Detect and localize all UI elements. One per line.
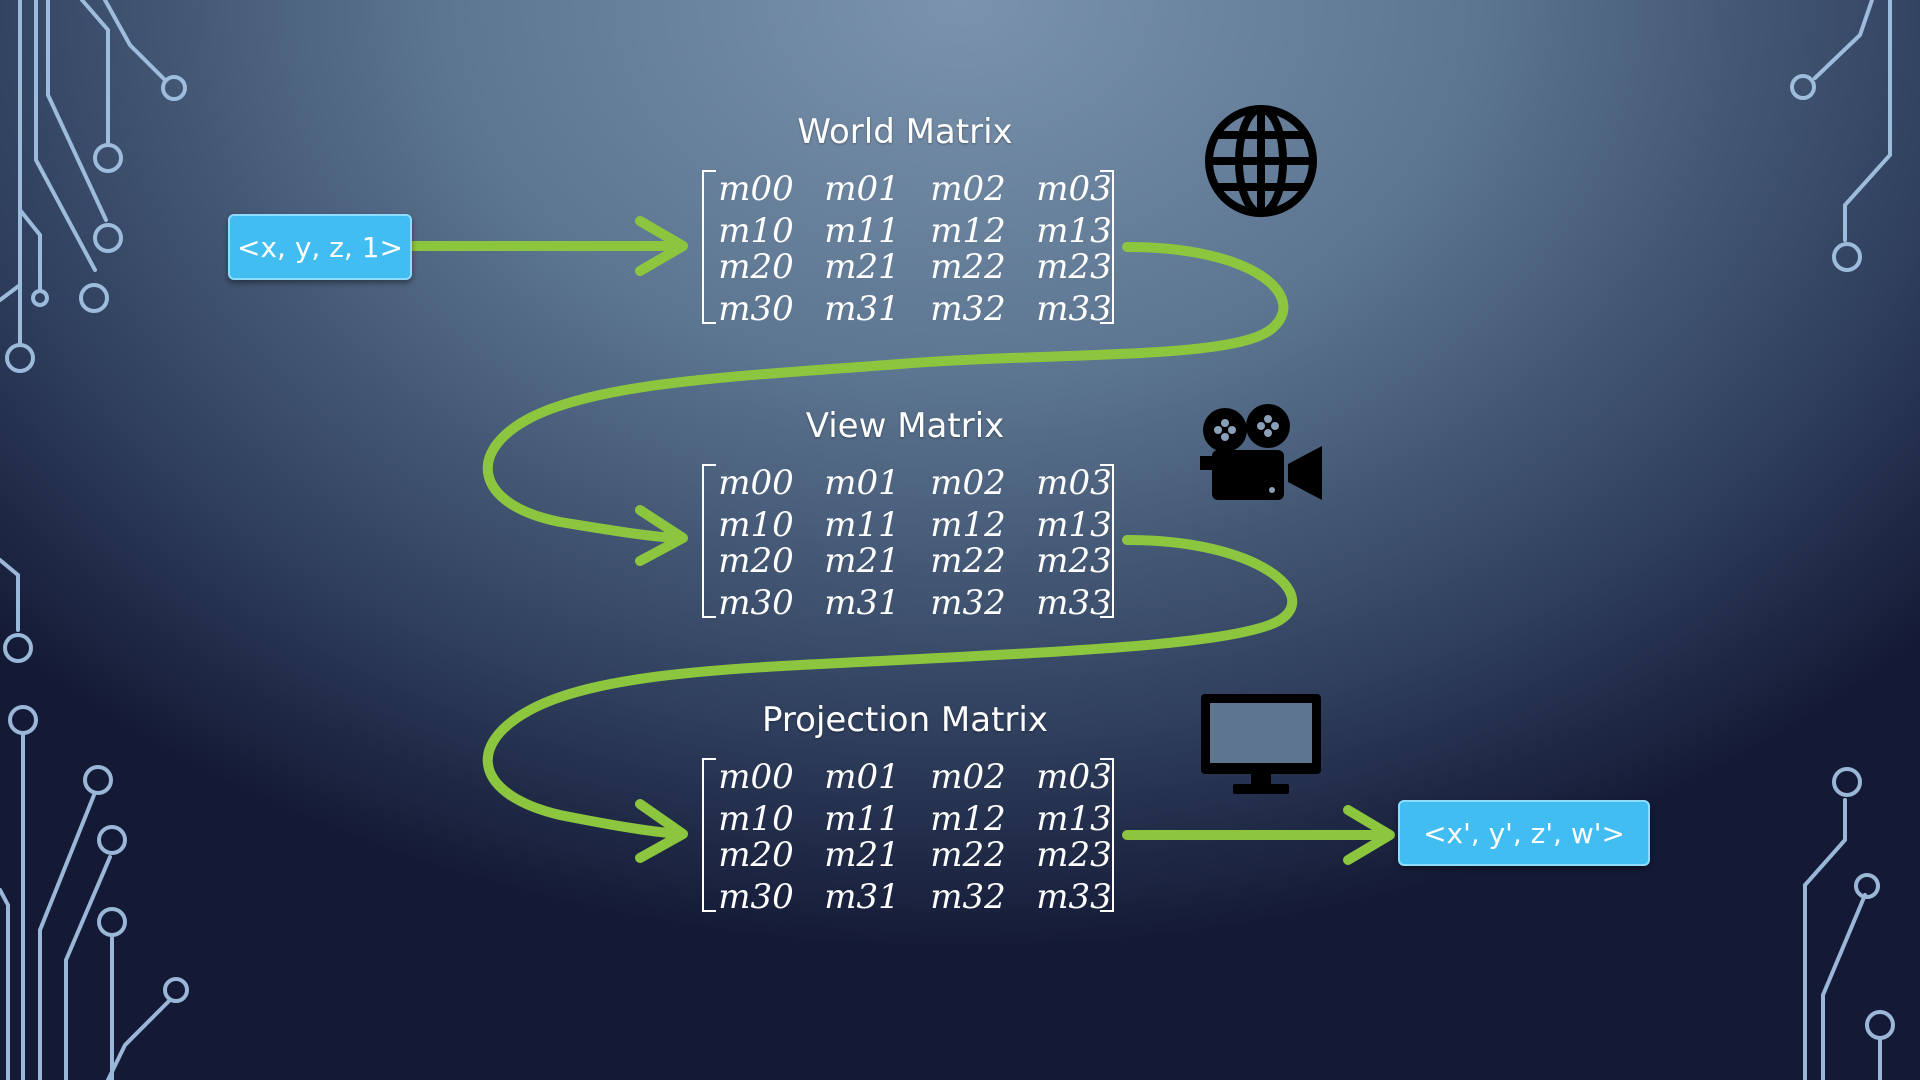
matrix-cell: m01 [824, 169, 900, 209]
matrix-cell: m11 [824, 505, 900, 545]
matrix-cell: m10 [718, 505, 794, 545]
arrow-view-to-projection [483, 535, 1297, 839]
matrix-bracket-right [1100, 758, 1114, 912]
matrix-cell: m02 [930, 463, 1006, 503]
matrix-cell: m23 [1036, 247, 1112, 287]
globe-icon [1205, 105, 1317, 217]
matrix-cell: m11 [824, 799, 900, 839]
matrix-cell: m12 [930, 211, 1006, 251]
matrix-cell: m03 [1036, 169, 1112, 209]
matrix-cell: m20 [718, 835, 794, 875]
matrix-cell: m33 [1036, 877, 1112, 917]
view-matrix: m00 m01 m02 m03 m10 m11 m12 m13 m20 m21 m22 m23 m30 m… [702, 463, 1114, 622]
world-matrix: m00 m01 m02 m03 m10 m11 m12 m13 m20 m21 m22 m23 m30 m… [702, 169, 1114, 328]
matrix-cell: m12 [930, 505, 1006, 545]
matrix-cell: m31 [824, 583, 900, 623]
matrix-cell: m31 [824, 289, 900, 329]
matrix-cell: m13 [1036, 211, 1112, 251]
matrix-cell: m21 [824, 247, 900, 287]
matrix-cell: m01 [824, 757, 900, 797]
matrix-cell: m33 [1036, 583, 1112, 623]
matrix-cell: m32 [930, 289, 1006, 329]
matrix-cell: m00 [718, 169, 794, 209]
matrix-cell: m22 [930, 835, 1006, 875]
matrix-cell: m10 [718, 211, 794, 251]
matrix-cell: m30 [718, 289, 794, 329]
matrix-cell: m20 [718, 247, 794, 287]
matrix-cell: m32 [930, 583, 1006, 623]
matrix-cell: m00 [718, 757, 794, 797]
output-vector-box: <x', y', z', w'> [1398, 800, 1650, 866]
matrix-cell: m12 [930, 799, 1006, 839]
movie-camera-icon [1200, 404, 1322, 500]
matrix-cell: m30 [718, 877, 794, 917]
matrix-cell: m32 [930, 877, 1006, 917]
matrix-cell: m23 [1036, 835, 1112, 875]
matrix-bracket-left [702, 464, 716, 618]
matrix-cell: m13 [1036, 799, 1112, 839]
matrix-cell: m02 [930, 169, 1006, 209]
matrix-bracket-right [1100, 170, 1114, 324]
matrix-cell: m21 [824, 835, 900, 875]
matrix-cell: m20 [718, 541, 794, 581]
matrix-bracket-left [702, 170, 716, 324]
world-matrix-title: World Matrix [797, 112, 1013, 152]
matrix-cell: m30 [718, 583, 794, 623]
matrix-cell: m01 [824, 463, 900, 503]
arrow-world-to-view [483, 242, 1289, 543]
matrix-cell: m31 [824, 877, 900, 917]
matrix-cell: m02 [930, 757, 1006, 797]
matrix-cell: m03 [1036, 757, 1112, 797]
matrix-bracket-left [702, 758, 716, 912]
matrix-bracket-right [1100, 464, 1114, 618]
matrix-cell: m13 [1036, 505, 1112, 545]
matrix-cell: m10 [718, 799, 794, 839]
matrix-cell: m00 [718, 463, 794, 503]
matrix-cell: m03 [1036, 463, 1112, 503]
matrix-cell: m21 [824, 541, 900, 581]
matrix-cell: m33 [1036, 289, 1112, 329]
input-vector-box: <x, y, z, 1> [228, 214, 412, 280]
matrix-cell: m22 [930, 541, 1006, 581]
matrix-cell: m23 [1036, 541, 1112, 581]
view-matrix-title: View Matrix [805, 406, 1005, 446]
projection-matrix: m00 m01 m02 m03 m10 m11 m12 m13 m20 m21 m22 m23 m30 m… [702, 757, 1114, 916]
projection-matrix-title: Projection Matrix [762, 700, 1048, 740]
matrix-cell: m11 [824, 211, 900, 251]
matrix-cell: m22 [930, 247, 1006, 287]
monitor-icon [1201, 694, 1321, 794]
